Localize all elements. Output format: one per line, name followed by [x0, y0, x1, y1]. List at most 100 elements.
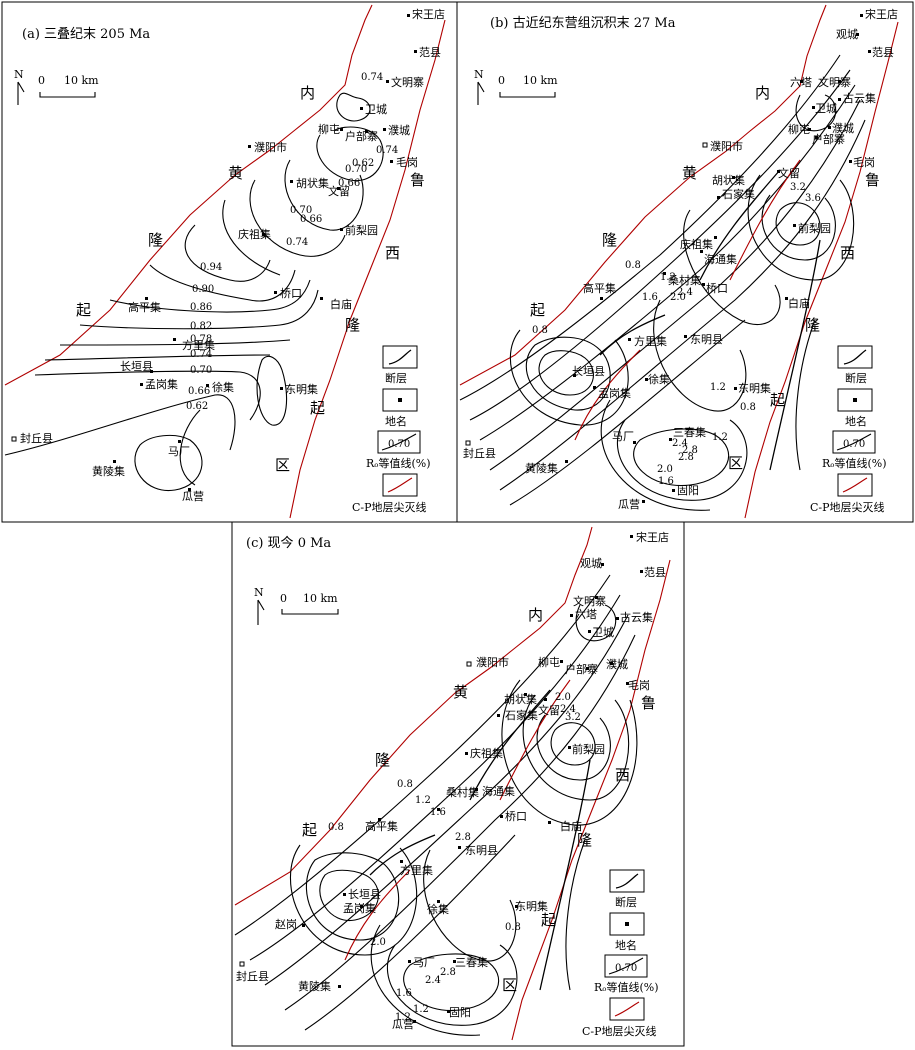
scale-length: 10 km — [303, 592, 338, 605]
town-label: 文留 — [778, 166, 800, 180]
town-label: 宋王店 — [865, 7, 898, 21]
region-label: 起 — [302, 821, 317, 839]
town-marker — [734, 387, 737, 390]
town-label: 马厂 — [413, 956, 435, 969]
legend-isoline-label: Rₒ等值线(%) — [366, 456, 431, 470]
town-marker — [414, 50, 417, 53]
contour-c-8 — [290, 844, 418, 956]
town-marker — [616, 617, 619, 620]
contour-a-9 — [79, 289, 319, 330]
fault-c-1 — [469, 689, 551, 801]
legend-fault-box — [382, 345, 418, 369]
contour-c-17 — [565, 839, 586, 991]
town-label: 胡状集 — [504, 692, 537, 706]
contour-label: 2.0 — [657, 464, 673, 475]
town-label: 黄陵集 — [525, 461, 558, 475]
boundary-c-west — [234, 526, 593, 906]
town-marker — [188, 488, 191, 491]
legend-boundary-icon — [842, 477, 868, 493]
north-scale-b: N 0 10 km — [474, 68, 558, 105]
region-label: 区 — [275, 456, 290, 474]
region-label: 隆 — [148, 231, 163, 249]
north-label: N — [254, 586, 264, 599]
town-label: 黄陵集 — [92, 464, 125, 478]
contour-label: 2.8 — [440, 967, 456, 978]
contour-a-15 — [134, 434, 203, 492]
town-marker — [565, 460, 568, 463]
contour-label: 1.2 — [415, 795, 431, 806]
contour-b-8 — [525, 336, 611, 411]
town-label: 柳屯 — [538, 655, 560, 669]
town-label: 桥口 — [280, 287, 302, 300]
contour-label: 2.4 — [560, 704, 576, 715]
north-label: N — [14, 68, 24, 81]
contour-label: 3.6 — [805, 193, 821, 204]
legend-isoline-icon — [381, 433, 417, 451]
region-label: 西 — [615, 766, 630, 784]
town-label: 白庙 — [330, 297, 352, 311]
town-label: 瓜营 — [618, 497, 640, 511]
panel-c-frame — [231, 521, 685, 1047]
town-marker — [544, 698, 547, 701]
contour-c-10 — [386, 944, 518, 1026]
fault-b-1 — [699, 169, 781, 281]
town-marker — [610, 662, 613, 665]
town-marker — [113, 460, 116, 463]
legend-fault-label: 断层 — [615, 895, 637, 909]
legend-a: 断层 地名 0.70 Rₒ等值线(%) C-P地层尖灭线 — [352, 345, 431, 514]
town-marker — [600, 297, 603, 300]
town-marker — [360, 905, 363, 908]
town-marker — [497, 714, 500, 717]
legend-boundary-box — [609, 997, 645, 1021]
town-marker — [714, 236, 717, 239]
town-label: 桑村集 — [446, 785, 479, 799]
town-marker — [340, 228, 343, 231]
contour-label: 0.70 — [190, 365, 212, 376]
contour-b-9 — [509, 329, 629, 426]
contour-label: 0.8 — [505, 922, 521, 933]
legend-fault-icon — [388, 349, 412, 365]
town-marker — [700, 250, 703, 253]
town-marker — [206, 384, 209, 387]
town-label: 卫城 — [592, 626, 614, 639]
contour-label: 0.94 — [200, 262, 222, 273]
town-marker — [630, 535, 633, 538]
town-marker — [808, 128, 811, 131]
legend-fault-box — [837, 345, 873, 369]
town-marker — [570, 614, 573, 617]
legend-boundary-label: C-P地层尖灭线 — [582, 1024, 657, 1038]
north-scale-c: N 0 10 km — [254, 586, 339, 625]
town-marker — [437, 808, 440, 811]
contour-labels-a: 0.74 0.74 0.70 0.66 0.62 0.66 0.70 0.74 … — [186, 72, 398, 412]
town-label: 三春集 — [673, 425, 706, 439]
legend-place-icon — [398, 398, 402, 402]
town-marker — [793, 224, 796, 227]
town-marker — [413, 1020, 416, 1023]
contour-label: 1.2 — [710, 382, 726, 393]
town-marker — [340, 128, 343, 131]
contour-label: 1.2 — [395, 1012, 411, 1023]
town-label: 方里集 — [634, 334, 667, 348]
contour-c-11 — [370, 924, 481, 1036]
town-label: 东明集 — [285, 382, 318, 396]
town-marker — [633, 441, 636, 444]
region-label: 鲁 — [865, 171, 880, 189]
panel-c: 宋王店 观城 范县 文明寨 六塔 古云集 卫城 濮阳市 柳屯 户部寨 濮城 毛岗… — [234, 526, 671, 1041]
contour-c-16 — [423, 849, 517, 962]
region-label: 隆 — [375, 751, 390, 769]
scale-zero: 0 — [498, 74, 505, 87]
region-label: 起 — [541, 911, 556, 929]
north-label: N — [474, 68, 484, 81]
town-label: 胡状集 — [296, 176, 329, 190]
north-arrow-icon — [257, 599, 265, 625]
legend-boundary-box — [382, 473, 418, 497]
legend-isoline-box — [604, 954, 648, 978]
contour-a-1 — [336, 92, 371, 122]
town-marker — [800, 80, 803, 83]
town-label: 东明县 — [690, 333, 723, 346]
contour-a-6 — [184, 224, 271, 282]
fault-b-2 — [599, 314, 666, 356]
contour-b-14 — [761, 194, 836, 261]
town-label: 赵岗 — [275, 917, 297, 931]
town-marker — [150, 370, 153, 373]
